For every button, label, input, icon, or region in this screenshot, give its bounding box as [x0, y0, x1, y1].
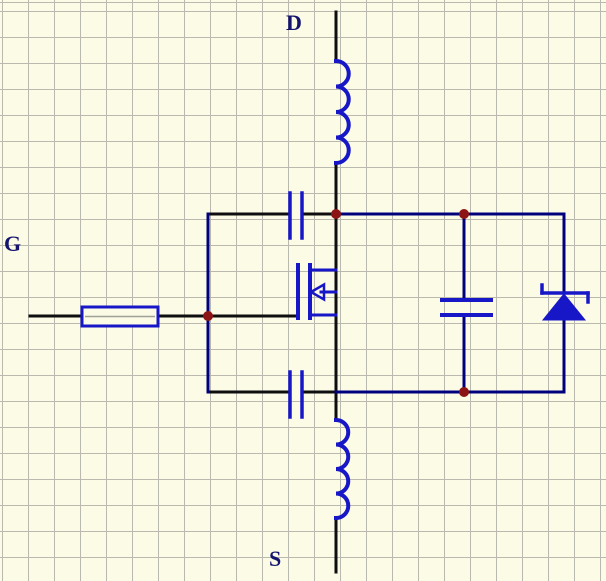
drain-port-label: D — [286, 10, 302, 35]
source-port-label: S — [269, 546, 281, 571]
gate-source-capacitor[interactable] — [288, 370, 304, 419]
zener-diode[interactable] — [540, 283, 590, 321]
junction-dot-top-right — [459, 209, 469, 219]
gate-port-label: G — [4, 231, 21, 256]
junction-dots — [203, 209, 469, 397]
source-inductor[interactable] — [333, 417, 351, 521]
gate-resistor[interactable] — [80, 305, 160, 328]
junction-dot-top-center — [331, 209, 341, 219]
nmos-transistor[interactable] — [296, 263, 338, 320]
drain-source-capacitor[interactable] — [440, 298, 493, 317]
drain-inductor[interactable] — [333, 58, 351, 166]
junction-dot-bottom-right — [459, 387, 469, 397]
gate-drain-capacitor[interactable] — [288, 191, 304, 240]
mosfet-body-arrow-icon — [308, 282, 326, 302]
junction-dot-gate — [203, 311, 213, 321]
